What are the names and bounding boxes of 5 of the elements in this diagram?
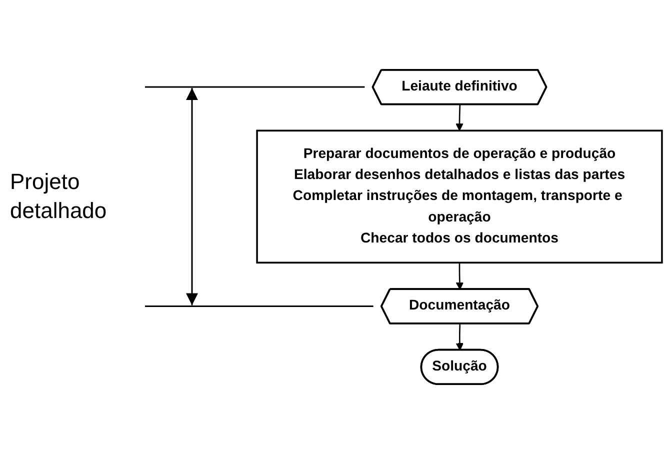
arrow xyxy=(456,324,464,351)
dimension-label: Projeto detalhado xyxy=(10,168,108,225)
arrow xyxy=(456,262,464,290)
arrow xyxy=(456,104,464,131)
node-box: Preparar documentos de operação e produção Elaborar desenhos detalhados e listas das partes Completar instruções de montagem, transporte e operação Checar todos os documentos xyxy=(256,130,663,264)
